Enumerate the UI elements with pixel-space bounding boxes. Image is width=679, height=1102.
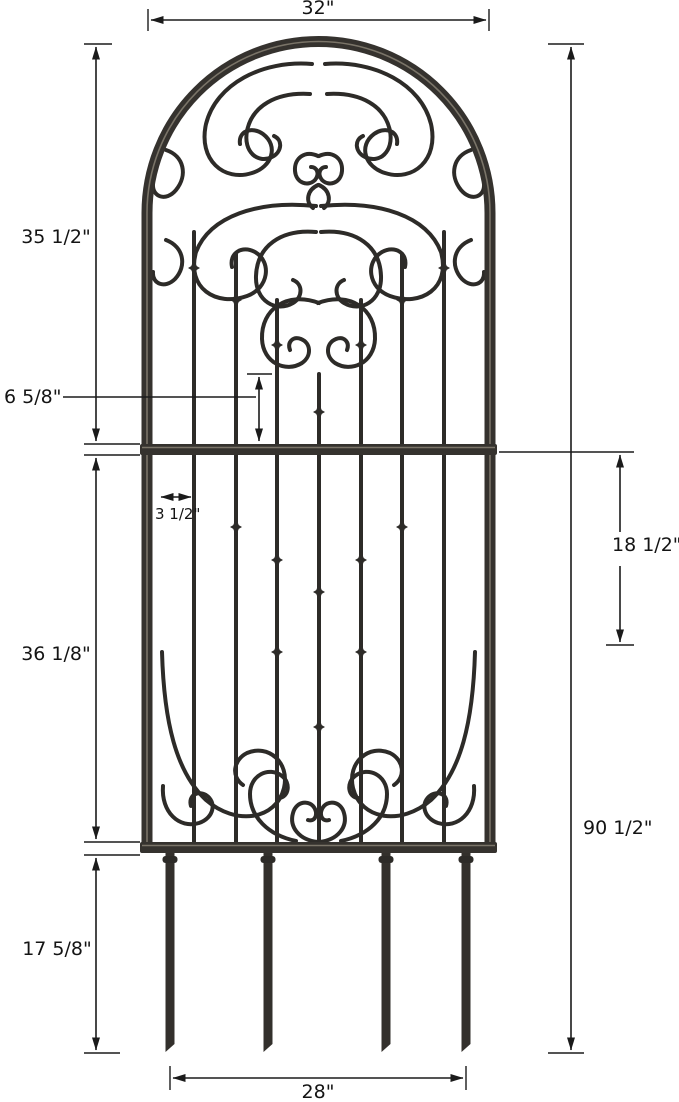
collar-knot (313, 403, 325, 421)
crossbar (140, 444, 497, 455)
dim-overall-height: 90 1/2" (548, 43, 653, 1054)
arch-scrollwork (150, 61, 487, 369)
ground-stake (461, 853, 471, 1052)
arched-frame (141, 36, 496, 853)
dim-lower-section-height: 36 1/8" (21, 454, 140, 843)
dim-top-width: 32" (147, 0, 490, 31)
stake-clip (260, 856, 276, 863)
ground-stakes (162, 853, 474, 1052)
stake-clip (162, 856, 178, 863)
dimension-label-center-drop: 6 5/8" (4, 386, 61, 408)
collar-knot (313, 583, 325, 601)
dim-stake-length: 17 5/8" (22, 854, 140, 1054)
collar-knot (313, 718, 325, 736)
collar-knot (230, 518, 242, 536)
collar-knot (188, 259, 200, 277)
dimension-label-upper-height: 35 1/2" (21, 226, 91, 248)
dim-bar-spacing: 3 1/2" (155, 493, 200, 523)
dimension-label-overall-height: 90 1/2" (583, 817, 653, 839)
dimension-label-stake-length: 17 5/8" (22, 938, 92, 960)
dimension-label-stake-span: 28" (302, 1081, 335, 1102)
ground-stake (165, 853, 175, 1052)
dimension-label-right-drop: 18 1/2" (612, 534, 679, 556)
collar-knot (271, 643, 283, 661)
ground-stake (381, 853, 391, 1052)
bottom-crossbar (140, 842, 497, 853)
ground-stake (263, 853, 273, 1052)
stake-clip (378, 856, 394, 863)
crossbar (140, 842, 497, 853)
collar-knot (271, 551, 283, 569)
collar-knot (438, 259, 450, 277)
dim-center-bar-drop: 6 5/8" (4, 373, 272, 442)
dimension-label-top-width: 32" (302, 0, 335, 19)
stake-clip (458, 856, 474, 863)
frame-highlight (146, 40, 491, 853)
collar-knot (396, 518, 408, 536)
trellis (140, 36, 497, 1052)
collar-knot (355, 336, 367, 354)
collar-knot (230, 291, 242, 309)
dim-right-bar-drop: 18 1/2" (499, 451, 679, 646)
dim-upper-section-height: 35 1/2" (21, 43, 140, 445)
lower-vertical-bars (192, 450, 446, 846)
dimension-annotations: 32" 35 1/2" 6 5/8" 3 1/2" 18 1/2" (4, 0, 679, 1102)
collar-knot (396, 291, 408, 309)
collar-knot (355, 643, 367, 661)
dimension-label-lower-height: 36 1/8" (21, 643, 91, 665)
dim-stake-span: 28" (169, 1066, 467, 1102)
dimension-label-bar-spacing: 3 1/2" (155, 505, 200, 523)
collar-knot (355, 551, 367, 569)
collar-knot (271, 336, 283, 354)
mid-crossbar (140, 444, 497, 455)
